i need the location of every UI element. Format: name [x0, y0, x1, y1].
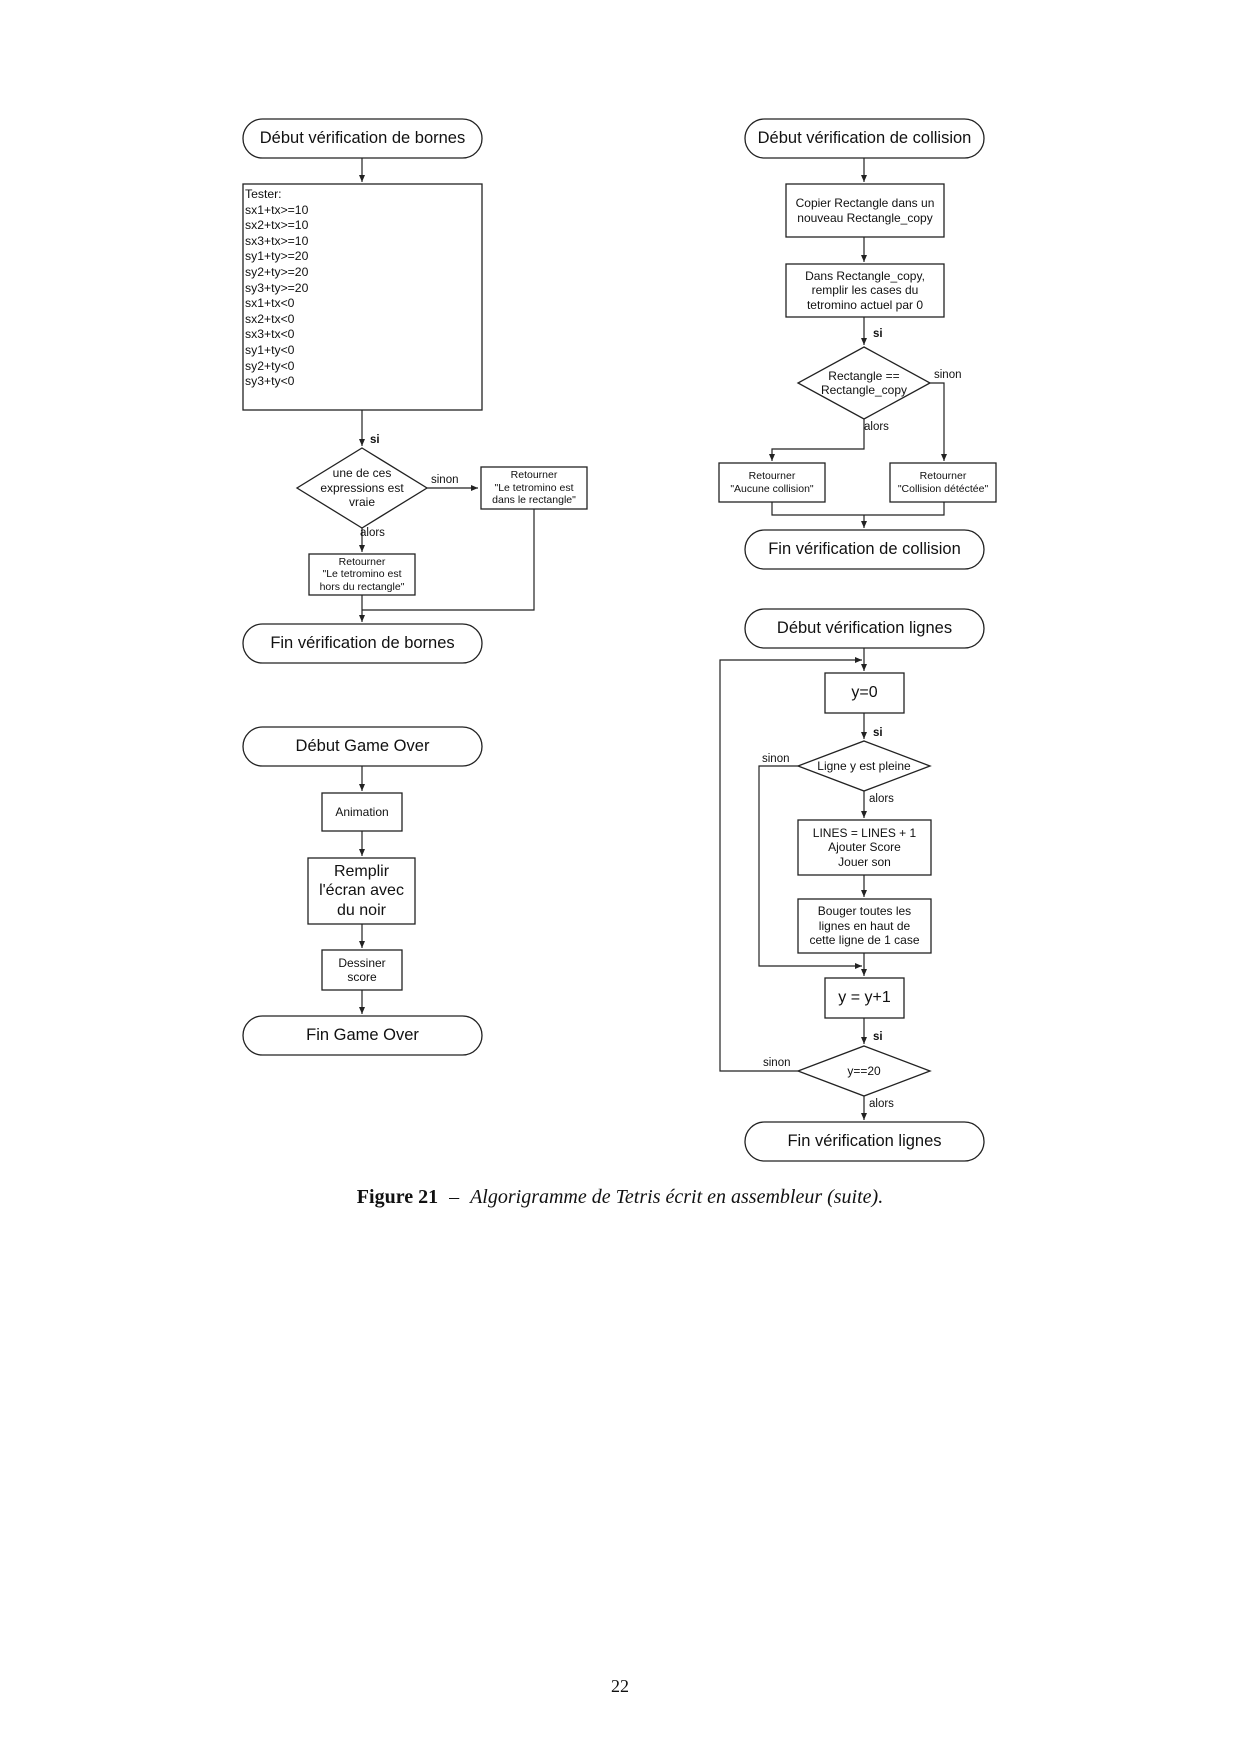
bornes-return-outside-text: Retourner "Le tetromino est hors du rect… [319, 555, 405, 593]
lignes-alors2-label: alors [869, 1098, 894, 1110]
collision-return-detected-box [889, 462, 997, 503]
bornes-tester-box [242, 183, 483, 411]
collision-alors-label: alors [864, 421, 889, 433]
bornes-return-inside-text: Retourner "Le tetromino est dans le rect… [492, 469, 576, 507]
lignes-sinon1-label: sinon [762, 753, 790, 765]
collision-end-terminal [744, 529, 985, 570]
collision-start-label: Début vérification de collision [757, 128, 972, 147]
gameover-end-terminal [242, 1015, 483, 1056]
lignes-si1-label: si [873, 727, 883, 739]
lignes-sinon2-label: sinon [763, 1057, 791, 1069]
lignes-end-terminal [744, 1121, 985, 1162]
lignes-decision2-text: y==20 [847, 1063, 881, 1078]
lignes-move-text: Bouger toutes les lignes en haut de cett… [809, 904, 920, 948]
collision-fill-text: Dans Rectangle_copy, remplir les cases d… [805, 268, 925, 312]
collision-fill-box [785, 263, 945, 318]
page-number: 22 [611, 1676, 629, 1696]
gameover-fill-box [307, 857, 416, 925]
bornes-return-inside-box [480, 466, 588, 510]
gameover-score-text: Dessiner score [338, 955, 386, 984]
collision-sinon-label: sinon [934, 369, 962, 381]
lignes-lines-box [797, 819, 932, 876]
collision-end-label: Fin vérification de collision [768, 539, 961, 558]
collision-return-none-box [718, 462, 826, 503]
figure-caption-text: Algorigramme de Tetris écrit en assemble… [470, 1186, 884, 1208]
collision-decision-text: Rectangle == Rectangle_copy [820, 368, 908, 397]
lignes-si2-label: si [873, 1031, 883, 1043]
gameover-end-label: Fin Game Over [306, 1025, 419, 1044]
lignes-end-label: Fin vérification lignes [787, 1131, 942, 1150]
bornes-end-label: Fin vérification de bornes [270, 633, 455, 652]
bornes-si-label: si [370, 434, 380, 446]
lignes-increment-text: y = y+1 [838, 989, 891, 1007]
figure-caption-dash: – [449, 1186, 460, 1208]
lignes-init-text: y=0 [851, 684, 878, 702]
collision-return-detected-text: Retourner "Collision détéctée" [897, 469, 989, 495]
gameover-score-box [321, 949, 403, 991]
bornes-decision-text: une de ces expressions est vraie [320, 466, 404, 510]
lignes-increment-box [824, 977, 905, 1019]
lignes-decision1-text: Ligne y est pleine [817, 758, 911, 773]
gameover-animation-text: Animation [335, 804, 389, 819]
collision-si-label: si [873, 328, 883, 340]
collision-return-none-text: Retourner "Aucune collision" [730, 469, 814, 495]
bornes-end-terminal [242, 623, 483, 664]
gameover-fill-text: Remplir l'écran avec du noir [319, 863, 404, 919]
lignes-lines-text: LINES = LINES + 1 Ajouter Score Jouer so… [812, 825, 917, 869]
figure-caption-label: Figure 21 [356, 1186, 439, 1208]
collision-copy-text: Copier Rectangle dans un nouveau Rectang… [795, 196, 935, 225]
figure-caption: Figure 21 – Algorigramme de Tetris écrit… [0, 1186, 1240, 1209]
lignes-alors1-label: alors [869, 793, 894, 805]
bornes-return-outside-box [308, 553, 416, 596]
lignes-init-box [824, 672, 905, 714]
bornes-start-label: Début vérification de bornes [259, 128, 466, 147]
lignes-start-label: Début vérification lignes [776, 618, 953, 637]
collision-copy-box [785, 183, 945, 238]
bornes-tester-text: Tester: sx1+tx>=10 sx2+tx>=10 sx3+tx>=10… [245, 187, 309, 389]
bornes-sinon-label: sinon [431, 474, 459, 486]
bornes-alors-label: alors [360, 527, 385, 539]
gameover-start-label: Début Game Over [295, 736, 430, 755]
